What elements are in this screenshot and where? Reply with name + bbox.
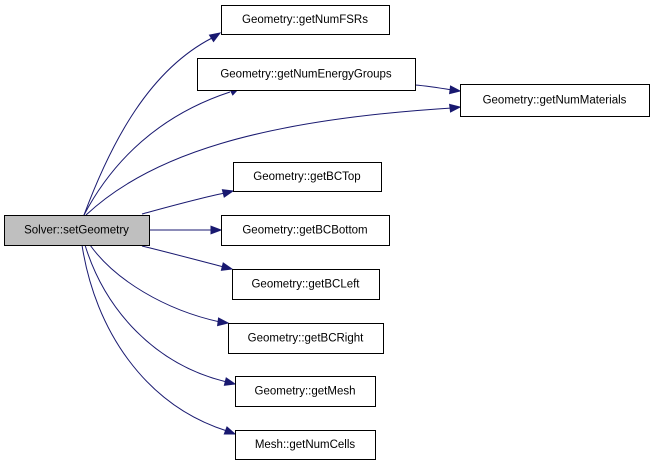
node-label: Geometry::getNumMaterials	[483, 95, 627, 107]
node-label: Geometry::getNumEnergyGroups	[220, 69, 392, 81]
node-box	[235, 376, 376, 407]
node-nummat[interactable]: Geometry::getNumMaterials	[460, 84, 650, 117]
node-label: Geometry::getBCRight	[248, 333, 364, 345]
edge-numeg-nummat	[414, 84, 462, 95]
root-node[interactable]: Solver::setGeometry	[4, 215, 150, 246]
node-box	[233, 162, 382, 192]
arrowhead	[208, 32, 222, 43]
edge-root-numcells	[81, 244, 237, 435]
node-numfsrs[interactable]: Geometry::getNumFSRs	[221, 5, 390, 35]
arrowhead	[221, 189, 235, 198]
arrowhead	[223, 377, 237, 386]
node-label: Solver::setGeometry	[24, 225, 129, 237]
node-bcleft[interactable]: Geometry::getBCLeft	[232, 269, 380, 300]
node-label: Geometry::getBCTop	[253, 171, 360, 183]
node-mesh[interactable]: Geometry::getMesh	[235, 376, 376, 407]
node-label: Mesh::getNumCells	[255, 439, 356, 451]
node-box	[221, 5, 390, 35]
edge-line	[83, 37, 213, 216]
edge-line	[89, 244, 221, 323]
node-bctop[interactable]: Geometry::getBCTop	[233, 162, 382, 192]
edge-line	[84, 244, 228, 383]
node-box	[4, 215, 150, 246]
arrowhead	[210, 225, 223, 235]
edge-root-bctop	[141, 189, 235, 215]
node-box	[221, 215, 390, 246]
edges-layer	[81, 32, 462, 435]
edge-root-bcleft	[141, 245, 234, 271]
node-label: Geometry::getNumFSRs	[242, 14, 368, 26]
arrowhead	[217, 317, 230, 327]
node-bcright[interactable]: Geometry::getBCRight	[228, 323, 384, 354]
node-numcells[interactable]: Mesh::getNumCells	[235, 430, 376, 460]
node-box	[232, 269, 380, 300]
edge-root-bcbottom	[149, 225, 223, 235]
edge-line	[141, 245, 225, 268]
arrowhead	[220, 262, 234, 271]
arrowhead	[449, 85, 462, 95]
node-label: Geometry::getMesh	[255, 386, 356, 398]
edge-root-nummat	[85, 103, 462, 216]
arrowhead	[223, 426, 237, 435]
edge-root-bcright	[89, 244, 230, 327]
arrowhead	[449, 103, 462, 113]
edge-root-mesh	[84, 244, 237, 386]
node-box	[235, 430, 376, 460]
node-numeg[interactable]: Geometry::getNumEnergyGroups	[197, 58, 416, 91]
node-box	[460, 84, 650, 117]
edge-line	[85, 107, 453, 216]
edge-line	[83, 91, 231, 216]
nodes-layer: Solver::setGeometry Geometry::getNumFSRsG…	[4, 5, 650, 460]
node-label: Geometry::getBCBottom	[242, 225, 367, 237]
node-label: Geometry::getBCLeft	[251, 279, 360, 291]
edge-root-numeg	[83, 86, 242, 216]
node-box	[197, 58, 416, 91]
node-bcbottom[interactable]: Geometry::getBCBottom	[221, 215, 390, 246]
edge-line	[81, 244, 228, 432]
edge-root-numfsrs	[83, 32, 222, 216]
node-box	[228, 323, 384, 354]
edge-line	[414, 84, 453, 91]
edge-line	[141, 192, 226, 215]
